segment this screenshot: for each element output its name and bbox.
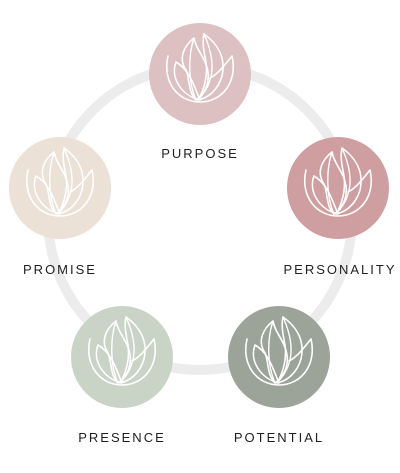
- node-promise: [9, 137, 111, 239]
- node-promise-circle: [9, 137, 111, 239]
- node-purpose-circle: [149, 23, 251, 125]
- node-label-presence: PRESENCE: [78, 430, 166, 445]
- node-label-promise: PROMISE: [23, 262, 97, 277]
- node-purpose: [149, 23, 251, 125]
- node-potential: [228, 306, 330, 408]
- node-label-potential: POTENTIAL: [233, 430, 325, 445]
- node-label-personality: PERSONALITY: [283, 262, 397, 277]
- node-potential-circle: [228, 306, 330, 408]
- node-personality: [287, 137, 389, 239]
- node-label-purpose: PURPOSE: [161, 146, 239, 161]
- node-presence-circle: [71, 306, 173, 408]
- node-presence: [71, 306, 173, 408]
- node-personality-circle: [287, 137, 389, 239]
